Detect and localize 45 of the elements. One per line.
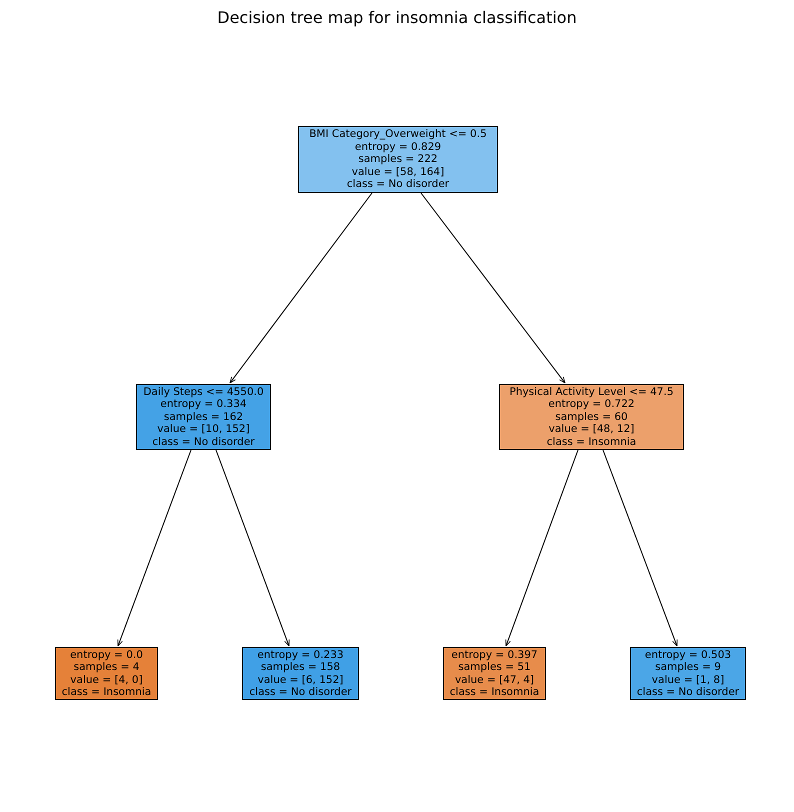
arrow xyxy=(216,450,290,646)
arrow xyxy=(602,450,678,646)
node-text: value = [58, 164] xyxy=(352,166,444,178)
tree-node-box xyxy=(499,384,684,450)
node-text: class = No disorder xyxy=(249,686,352,698)
node-text: class = No disorder xyxy=(346,178,450,191)
chart-title: Decision tree map for insomnia classification xyxy=(216,8,578,27)
tree-node-box xyxy=(136,384,271,450)
node-text: samples = 9 xyxy=(655,661,721,674)
arrow xyxy=(117,450,192,646)
node-text: entropy = 0.0 xyxy=(70,648,143,662)
node-text: class = Insomnia xyxy=(450,686,540,698)
tree-node-box xyxy=(55,647,158,700)
node-text: class = No disorder xyxy=(152,436,255,448)
node-text: value = [10, 152] xyxy=(157,423,250,436)
node-text: entropy = 0.233 xyxy=(257,648,344,662)
node-text: class = Insomnia xyxy=(546,436,636,448)
node-text: entropy = 0.503 xyxy=(644,648,732,662)
node-text: value = [47, 4] xyxy=(454,674,534,686)
node-text: entropy = 0.334 xyxy=(160,398,247,411)
node-text: samples = 4 xyxy=(74,661,140,674)
node-text: value = [6, 152] xyxy=(258,674,344,686)
node-text: value = [1, 8] xyxy=(652,674,724,686)
node-text: Physical Activity Level <= 47.5 xyxy=(509,386,674,398)
node-text: Daily Steps <= 4550.0 xyxy=(143,386,264,398)
node-text: samples = 222 xyxy=(358,153,438,166)
arrow xyxy=(420,192,566,384)
node-text: entropy = 0.397 xyxy=(451,648,538,662)
node-text: class = No disorder xyxy=(636,686,740,698)
node-text: value = [4, 0] xyxy=(70,674,143,686)
tree-node-box xyxy=(443,647,546,700)
arrow xyxy=(230,192,372,384)
node-text: entropy = 0.722 xyxy=(548,398,635,411)
node-text: class = Insomnia xyxy=(62,686,152,698)
node-text: BMI Category_Overweight <= 0.5 xyxy=(309,128,487,141)
node-text: samples = 60 xyxy=(555,410,628,424)
node-text: entropy = 0.829 xyxy=(354,140,442,154)
tree-node-box xyxy=(630,647,746,700)
node-text: samples = 51 xyxy=(458,661,531,674)
node-text: samples = 162 xyxy=(164,410,244,424)
tree-node-box xyxy=(242,647,359,700)
arrow xyxy=(505,450,578,646)
tree-node-box xyxy=(298,126,498,193)
node-text: value = [48, 12] xyxy=(548,423,634,436)
node-text: samples = 158 xyxy=(260,661,340,674)
